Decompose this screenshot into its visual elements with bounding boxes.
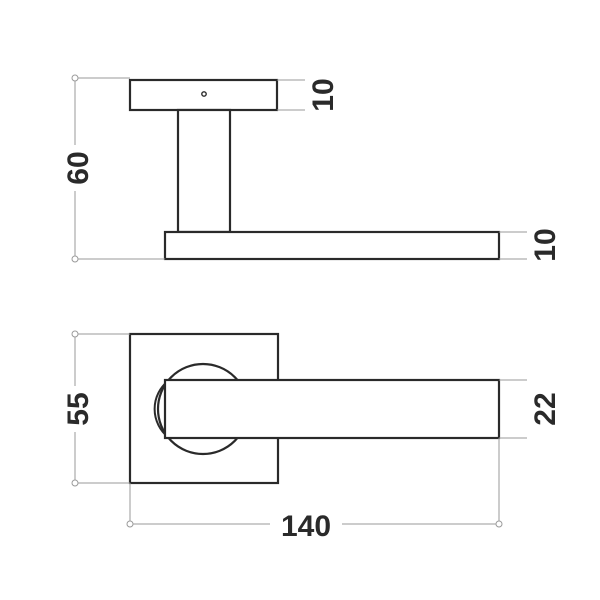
dimension-dot: [71, 255, 79, 263]
side-lever-bar: [163, 230, 501, 261]
dimension-label-lever-thickness: 10: [529, 228, 562, 261]
dimension-dot: [71, 330, 79, 338]
dimension-dot: [126, 520, 134, 528]
front-lever-bar: [163, 378, 501, 440]
dimension-dot: [71, 479, 79, 487]
dimension-label-total-length: 140: [281, 510, 331, 543]
dimension-total-length: 140: [126, 438, 503, 543]
dimension-lever-thickness: 10: [499, 228, 562, 262]
front-view: [128, 332, 501, 485]
dimension-side-height: 60: [60, 74, 165, 263]
dimension-label-rose-thickness: 10: [307, 78, 340, 111]
rose-screw-icon: [201, 91, 207, 97]
dimension-label-side-height: 60: [62, 151, 95, 184]
dimension-dot: [495, 520, 503, 528]
front-boss-ring: [153, 380, 169, 438]
side-neck: [176, 108, 232, 234]
dimension-label-rose-size: 55: [62, 392, 95, 425]
dimension-rose-size: 55: [60, 330, 130, 487]
dimension-label-lever-width: 22: [529, 392, 562, 425]
side-view: [128, 78, 501, 261]
dimension-dot: [71, 74, 79, 82]
dimension-lever-width: 22: [499, 379, 562, 439]
dimension-rose-thickness: 10: [277, 78, 340, 112]
